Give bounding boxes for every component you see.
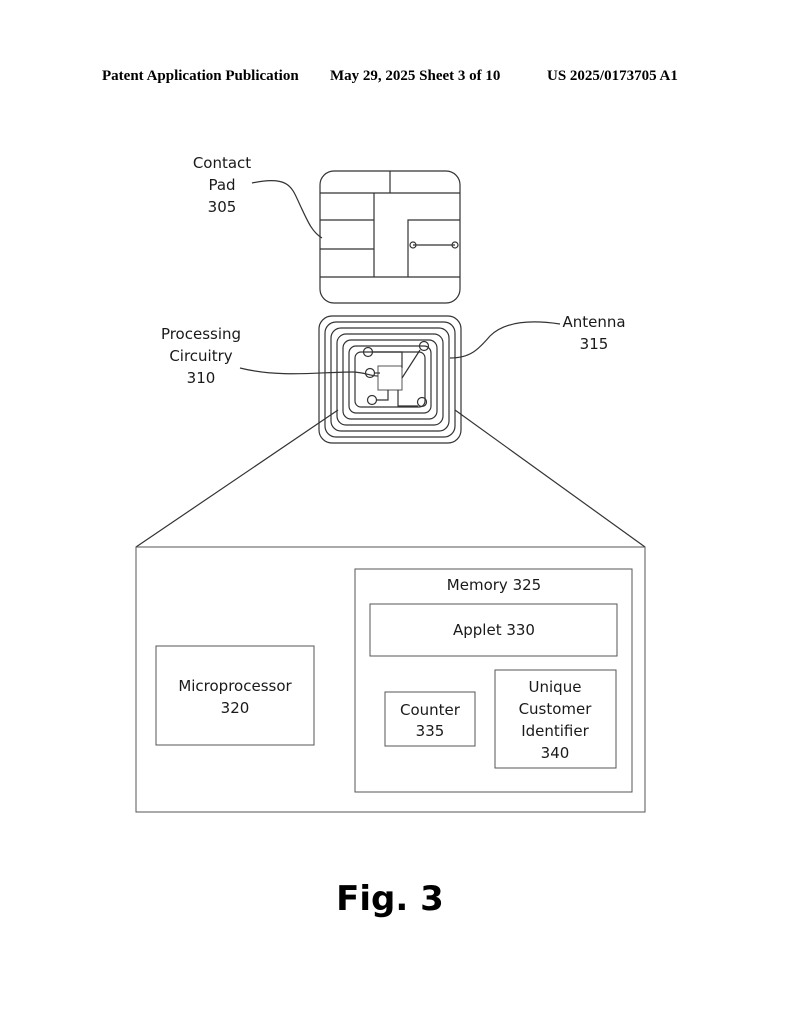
microprocessor-number: 320 (221, 699, 250, 717)
zoom-line-left (135, 409, 339, 548)
counter-number: 335 (416, 722, 445, 740)
processing-circuitry-leader (239, 367, 379, 377)
antenna-number: 315 (580, 335, 609, 353)
unique-customer-identifier-box (494, 669, 617, 769)
contact-pad-label-line1: Contact (193, 154, 251, 172)
zoom-line-right (454, 409, 646, 548)
contact-pad-label-line2: Pad (208, 176, 235, 194)
memory-label: Memory 325 (447, 576, 541, 594)
uci-label-line1: Unique (529, 678, 582, 696)
contact-pad (319, 170, 461, 304)
processing-circuitry-label-line1: Processing (161, 325, 241, 343)
antenna-coil (318, 315, 462, 444)
patent-header: Patent Application Publication May 29, 2… (0, 68, 794, 88)
processing-circuitry-label-line2: Circuitry (169, 347, 232, 365)
contact-pad-number: 305 (208, 198, 237, 216)
applet-box (369, 603, 618, 657)
applet-label: Applet 330 (453, 621, 535, 639)
processing-circuitry-number: 310 (187, 369, 216, 387)
counter-label: Counter (400, 701, 461, 719)
publication-number: US 2025/0173705 A1 (547, 68, 678, 84)
antenna-leader (449, 321, 561, 359)
date-sheet-label: May 29, 2025 Sheet 3 of 10 (330, 68, 501, 84)
counter-box (384, 691, 476, 747)
antenna-label: Antenna (562, 313, 625, 331)
microprocessor-box (155, 645, 315, 746)
processing-circuitry-chip (362, 340, 430, 408)
uci-label-line2: Customer (519, 700, 593, 718)
uci-number: 340 (541, 744, 570, 762)
microprocessor-label: Microprocessor (178, 677, 292, 695)
publication-label: Patent Application Publication (102, 68, 299, 84)
figure-label: Fig. 3 (336, 879, 444, 919)
contact-pad-leader (251, 179, 323, 239)
uci-label-line3: Identifier (521, 722, 589, 740)
